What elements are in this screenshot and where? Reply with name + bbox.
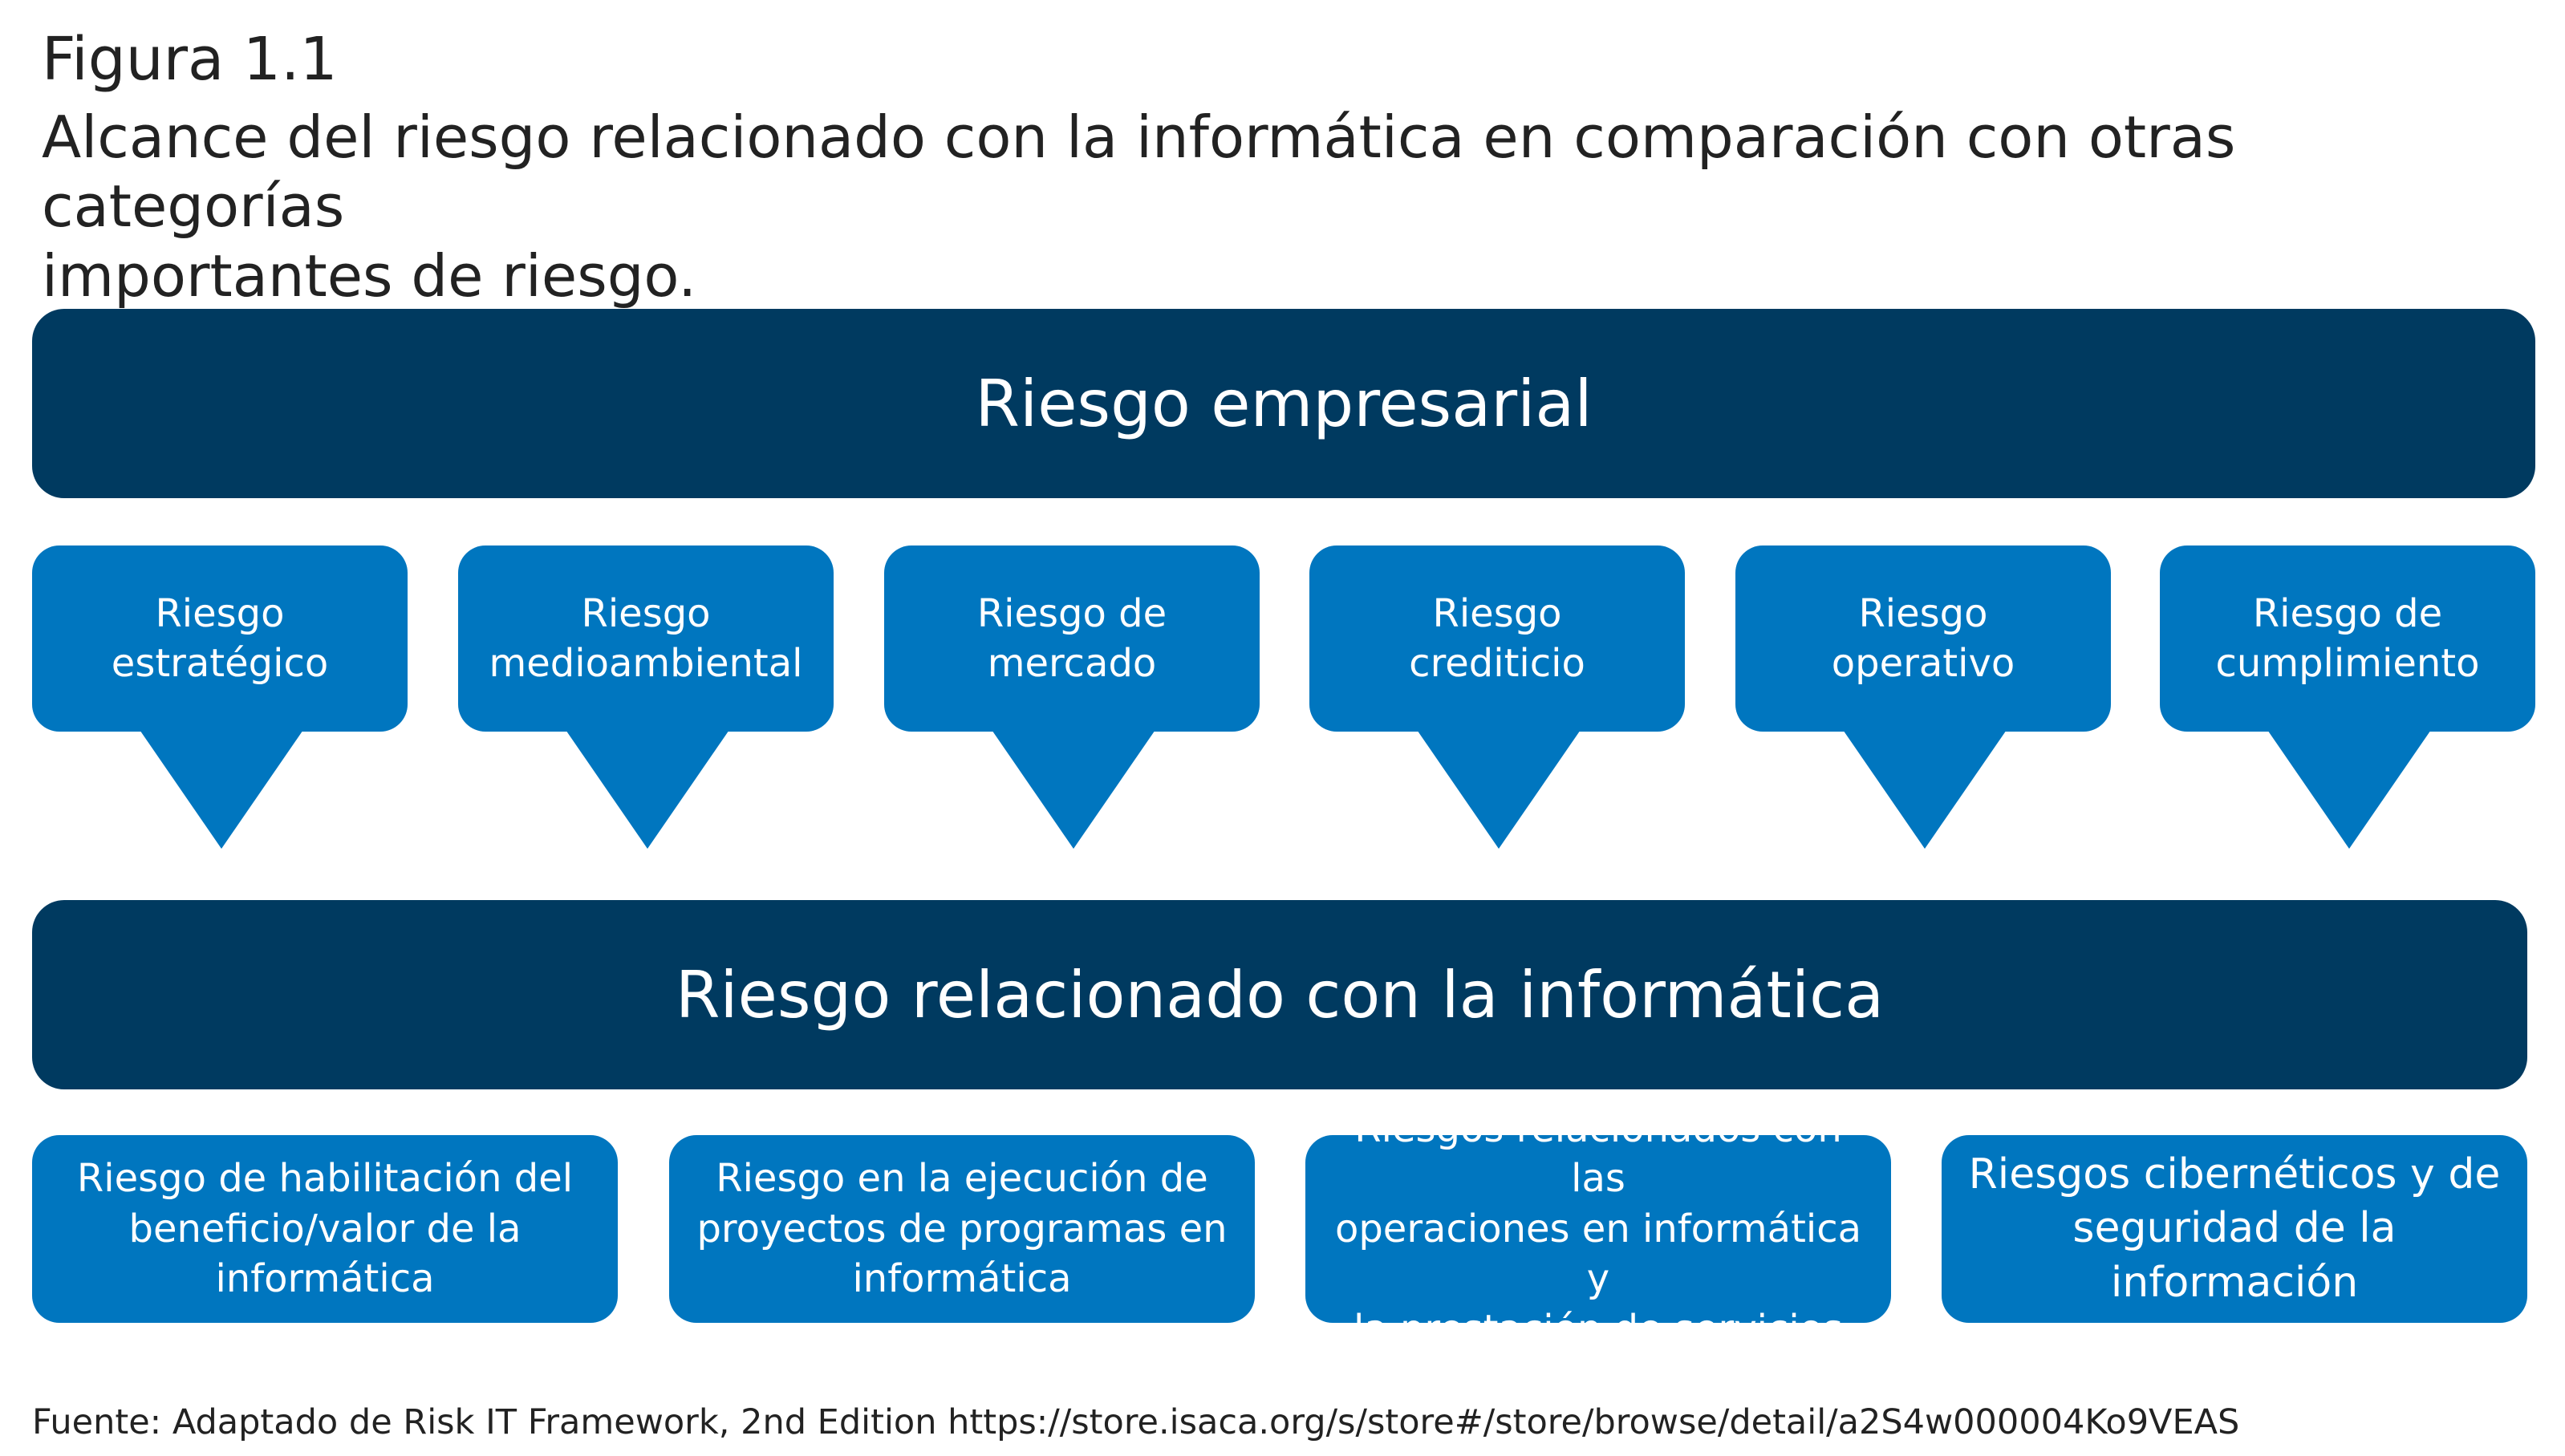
category-label-line-1: Riesgo <box>1432 590 1562 636</box>
it-risk-line-3: informática <box>852 1256 1072 1302</box>
it-risk-line-3: informática <box>215 1256 435 1302</box>
it-risk-line-3: la prestación de servicios <box>1353 1306 1844 1352</box>
category-label-line-2: estratégico <box>111 641 329 686</box>
it-risk-line-1: Riesgo en la ejecución de <box>716 1156 1208 1202</box>
category-pointer <box>136 725 306 849</box>
figure-title-line-1: Alcance del riesgo relacionado con la in… <box>42 103 2236 241</box>
category-pointer <box>562 725 733 849</box>
it-risk-line-1: Riesgos relacionados con las <box>1354 1106 1842 1202</box>
category-strategic: Riesgo estratégico <box>32 545 408 732</box>
category-market: Riesgo de mercado <box>884 545 1260 732</box>
figure-title-line-2: importantes de riesgo. <box>42 241 697 310</box>
category-pointer <box>988 725 1159 849</box>
figure-title: Alcance del riesgo relacionado con la in… <box>42 103 2529 310</box>
category-label-line-2: operativo <box>1831 641 2015 686</box>
it-risk-line-2: seguridad de la <box>2072 1204 2397 1253</box>
it-risk-line-1: Riesgo de habilitación del <box>76 1156 574 1202</box>
category-environmental: Riesgo medioambiental <box>458 545 834 732</box>
category-pointer <box>2264 725 2434 849</box>
it-risk-line-2: beneficio/valor de la <box>128 1206 522 1251</box>
it-risk-bar: Riesgo relacionado con la informática <box>32 900 2527 1089</box>
category-label-line-1: Riesgo de <box>2252 590 2443 636</box>
category-label-line-2: mercado <box>987 641 1157 686</box>
it-risk-line-3: información <box>2110 1258 2359 1307</box>
category-label-line-2: medioambiental <box>489 641 803 686</box>
category-label-line-2: cumplimiento <box>2215 641 2480 686</box>
category-operational: Riesgo operativo <box>1735 545 2111 732</box>
enterprise-risk-label: Riesgo empresarial <box>975 366 1593 441</box>
category-label-line-1: Riesgo de <box>976 590 1167 636</box>
it-risk-label: Riesgo relacionado con la informática <box>675 957 1885 1032</box>
enterprise-risk-bar: Riesgo empresarial <box>32 309 2535 498</box>
category-credit: Riesgo crediticio <box>1309 545 1685 732</box>
category-label-line-1: Riesgo <box>581 590 711 636</box>
it-risk-line-2: proyectos de programas en <box>696 1206 1228 1251</box>
it-risk-line-2: operaciones en informática y <box>1334 1206 1862 1302</box>
it-risk-line-1: Riesgos cibernéticos y de <box>1968 1150 2501 1198</box>
category-compliance: Riesgo de cumplimiento <box>2160 545 2535 732</box>
category-pointer <box>1414 725 1584 849</box>
it-risk-cyber-security: Riesgos cibernéticos y de seguridad de la… <box>1942 1135 2527 1323</box>
figure-number: Figura 1.1 <box>42 25 338 94</box>
category-label-line-1: Riesgo <box>155 590 285 636</box>
category-pointer <box>1840 725 2010 849</box>
category-label-line-1: Riesgo <box>1858 590 1988 636</box>
category-label-line-2: crediticio <box>1409 641 1585 686</box>
source-note: Fuente: Adaptado de Risk IT Framework, 2… <box>32 1402 2240 1442</box>
